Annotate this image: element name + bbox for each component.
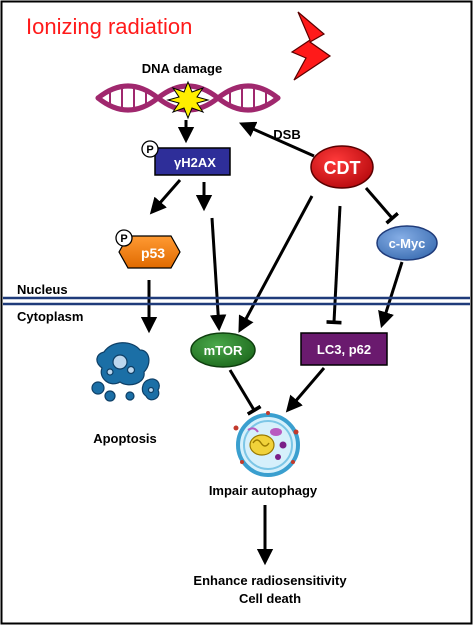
arrow-lc3-to-autophagy <box>285 367 326 413</box>
arrow-h2ax-to-mtor <box>209 217 227 332</box>
h2ax-node <box>154 147 231 176</box>
h2ax-phospho-badge <box>141 140 159 158</box>
mtor-label: mTOR <box>204 343 243 358</box>
nuclear-membrane <box>3 296 470 306</box>
autophagosome-icon <box>233 411 300 477</box>
arrow-h2ax-to-p53 <box>149 179 182 215</box>
lc3-p62-node <box>300 332 388 366</box>
dna-rungs <box>109 86 267 110</box>
lightning-bolt-icon <box>290 11 332 81</box>
cmyc-node <box>376 225 438 261</box>
outcome-line2: Cell death <box>239 591 301 606</box>
inhibit-mtor-to-autophagy <box>228 369 262 416</box>
cytoplasm-label: Cytoplasm <box>17 309 83 324</box>
arrow-cmyc-to-lc3 <box>378 261 404 329</box>
impair-autophagy-label: Impair autophagy <box>209 483 318 498</box>
inhibit-cdt-to-lc3 <box>326 205 342 325</box>
lc3-p62-label: LC3, p62 <box>317 342 371 357</box>
mtor-node <box>190 332 256 368</box>
cmyc-label: c-Myc <box>389 236 426 251</box>
h2ax-label: γH2AX <box>174 155 216 170</box>
dna-damage-label: DNA damage <box>142 61 222 76</box>
p53-phospho-badge <box>115 229 133 247</box>
nucleus-label: Nucleus <box>17 282 68 297</box>
inhibit-cdt-to-cmyc <box>364 187 400 225</box>
outcome-line1: Enhance radiosensitivity <box>193 573 347 588</box>
arrow-cdt-to-mtor <box>238 195 314 333</box>
apoptosis-label: Apoptosis <box>93 431 157 446</box>
cdt-node <box>310 145 374 189</box>
dna-damage-burst-icon <box>166 80 210 120</box>
p53-label: p53 <box>141 245 165 261</box>
dsb-label: DSB <box>273 127 300 142</box>
p53-phospho-label: P <box>120 233 127 245</box>
cdt-label: CDT <box>324 158 361 178</box>
ionizing-radiation-title: Ionizing radiation <box>26 14 192 39</box>
h2ax-phospho-label: P <box>146 144 153 156</box>
arrow-cdt-to-dna <box>238 121 315 158</box>
apoptotic-cell-icon <box>91 342 160 402</box>
